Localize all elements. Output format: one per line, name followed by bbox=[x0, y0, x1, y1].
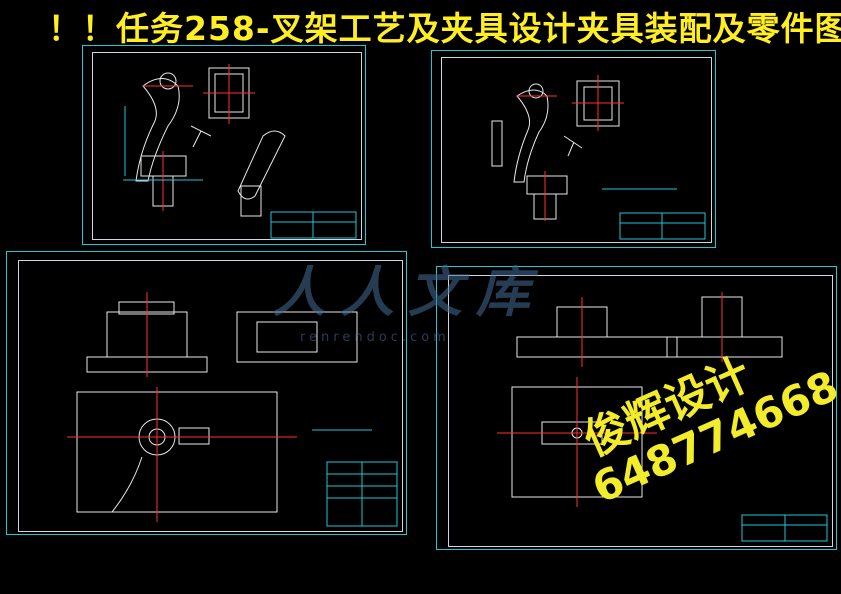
body-drawing-views bbox=[497, 292, 828, 542]
drawing-sheet-fixture-body[interactable] bbox=[436, 266, 837, 550]
watermark-url: renrendoc.com bbox=[300, 330, 450, 345]
drawing-sheet-fixture-assembly[interactable] bbox=[6, 251, 407, 535]
drawing-sheet-part-top-left[interactable] bbox=[82, 45, 366, 245]
assembly-drawing-views bbox=[67, 292, 398, 527]
watermark-brand: 人人文库 bbox=[272, 260, 544, 324]
part-drawing-views bbox=[123, 64, 357, 239]
part-drawing-views bbox=[491, 75, 706, 240]
page-title: ！！任务258-叉架工艺及夹具设计夹具装配及零件图 bbox=[48, 9, 841, 48]
drawing-sheet-part-top-right[interactable] bbox=[431, 50, 716, 248]
